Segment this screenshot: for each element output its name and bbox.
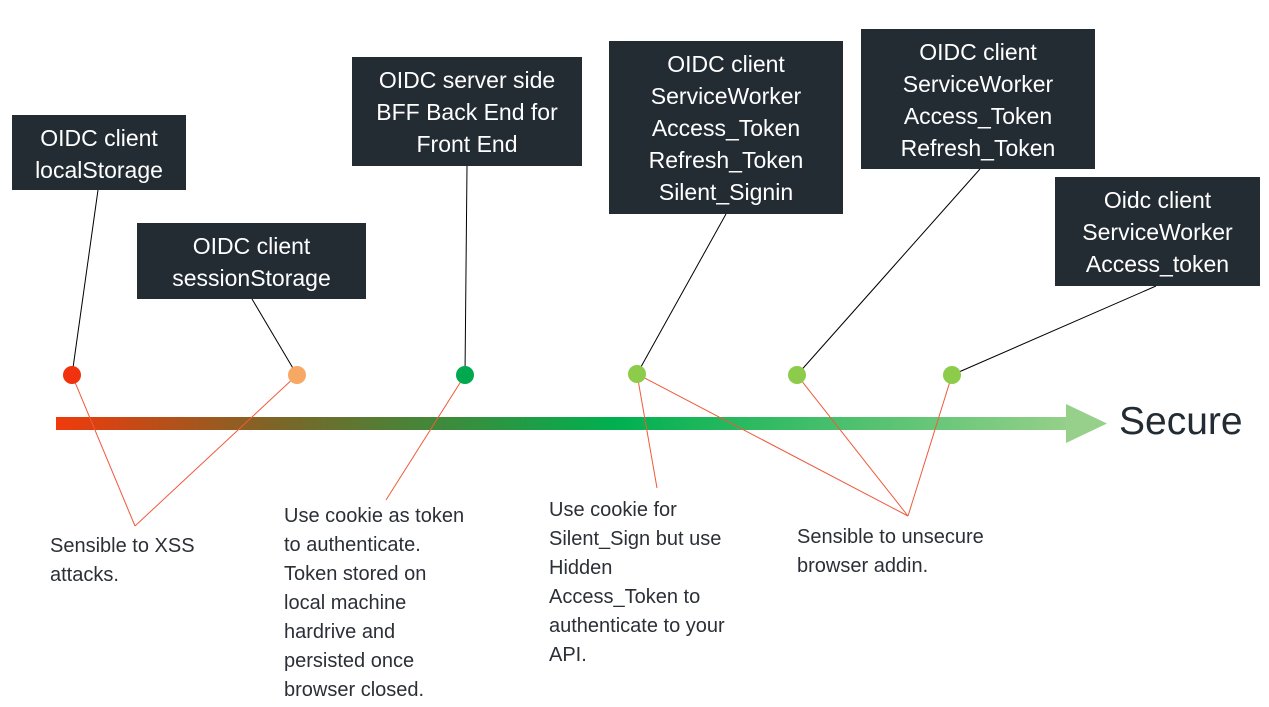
option-box-bff: OIDC server side BFF Back End for Front …: [352, 57, 582, 166]
annotation-line: [134, 374, 298, 527]
option-label-line: ServiceWorker: [902, 71, 1054, 97]
option-dot-sw-refresh: [788, 366, 806, 384]
option-label-line: Access_token: [1085, 251, 1230, 277]
note-line: Silent_Sign but use: [549, 528, 722, 550]
option-label-line: Silent_Signin: [658, 179, 794, 205]
note-line: hardrive and: [284, 621, 396, 643]
note-line: local machine: [284, 592, 407, 614]
note-line: Access_Token to: [549, 586, 701, 608]
option-label-line: ServiceWorker: [650, 83, 802, 109]
axis-label-secure: Secure: [1119, 400, 1243, 443]
note-line: authenticate to your: [549, 615, 725, 637]
option-label-line: Refresh_Token: [900, 135, 1056, 161]
note-xss: Sensible to XSS attacks.: [50, 532, 195, 590]
option-label-line: ServiceWorker: [1082, 219, 1233, 245]
leader-line-sw-silent: [636, 213, 727, 375]
option-label-line: Front End: [416, 131, 518, 157]
annotation-line: [636, 373, 909, 517]
leader-line-bff: [464, 165, 468, 376]
leader-line-sw-refresh: [796, 168, 981, 376]
option-label-line: OIDC client: [192, 233, 311, 259]
note-browser-addin: Sensible to unsecure browser addin.: [797, 523, 984, 581]
note-line: to authenticate.: [284, 534, 421, 556]
option-box-localstorage: OIDC client localStorage: [12, 115, 186, 190]
security-axis-bar: [56, 417, 1072, 430]
option-label-line: Oidc client: [1103, 187, 1212, 213]
annotation-line: [796, 374, 909, 517]
annotation-line: [636, 373, 658, 489]
security-axis-arrowhead: [1066, 404, 1107, 443]
option-dot-sw-access: [943, 366, 961, 384]
note-line: Sensible to unsecure: [797, 526, 984, 548]
note-line: browser closed.: [284, 679, 425, 701]
option-label-line: OIDC server side: [378, 67, 556, 93]
option-label-line: Access_Token: [903, 103, 1053, 129]
option-label-line: Access_Token: [651, 115, 801, 141]
note-line: attacks.: [50, 564, 119, 586]
note-line: persisted once: [284, 650, 415, 672]
option-label-line: Refresh_Token: [648, 147, 804, 173]
option-dot-localstorage: [63, 366, 81, 384]
note-line: browser addin.: [797, 555, 929, 577]
annotation-line: [907, 374, 953, 517]
option-label-line: OIDC client: [667, 51, 785, 77]
annotation-line: [71, 374, 136, 527]
option-label-line: OIDC client: [40, 125, 158, 151]
option-label-line: sessionStorage: [172, 265, 331, 291]
annotation-line: [385, 374, 466, 501]
option-dot-bff: [456, 366, 474, 384]
option-box-sessionstorage: OIDC client sessionStorage: [137, 223, 366, 299]
option-label-line: localStorage: [35, 157, 163, 183]
note-line: Token stored on: [284, 563, 427, 585]
option-box-sw-silent: OIDC client ServiceWorker Access_Token R…: [609, 41, 843, 214]
leader-line-sw-access: [951, 285, 1157, 376]
option-label-line: BFF Back End for: [376, 99, 558, 125]
option-dot-sessionstorage: [288, 366, 306, 384]
note-line: Sensible to XSS: [50, 535, 195, 557]
option-label-line: OIDC client: [919, 39, 1037, 65]
note-silent-sign: Use cookie for Silent_Sign but use Hidde…: [549, 496, 725, 670]
leader-line-sessionstorage: [251, 298, 298, 376]
leader-line-localstorage: [71, 189, 99, 376]
option-box-sw-refresh: OIDC client ServiceWorker Access_Token R…: [861, 29, 1095, 169]
note-line: API.: [549, 644, 587, 666]
note-line: Use cookie as token: [284, 505, 465, 527]
note-cookie-token: Use cookie as token to authenticate. Tok…: [284, 502, 464, 705]
option-dot-sw-silent: [628, 365, 646, 383]
note-line: Use cookie for: [549, 499, 677, 521]
option-box-sw-access: Oidc client ServiceWorker Access_token: [1055, 177, 1260, 286]
note-line: Hidden: [549, 557, 613, 579]
